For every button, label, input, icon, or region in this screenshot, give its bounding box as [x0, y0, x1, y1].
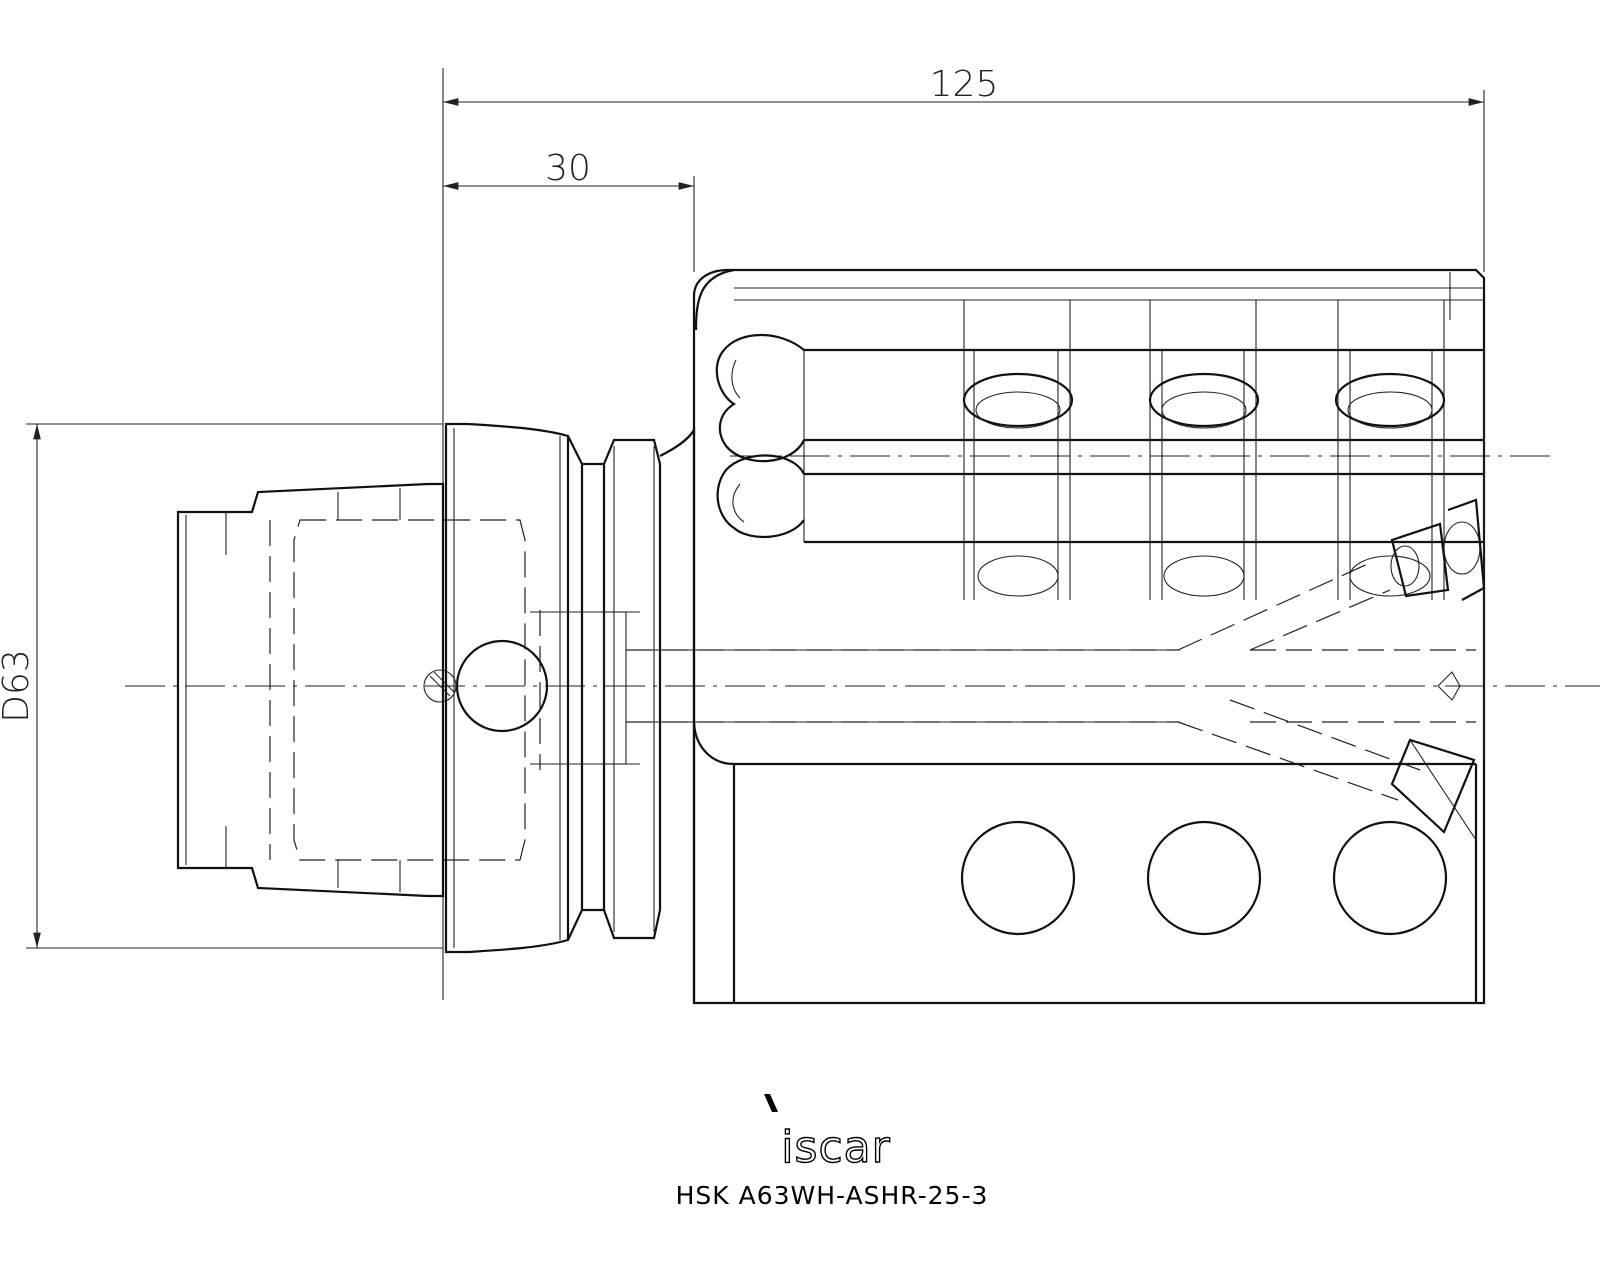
iscar-logo: iscar	[764, 1094, 890, 1174]
hole-3	[1332, 820, 1448, 936]
flange-collar	[423, 422, 570, 954]
dimension-diameter: D63	[0, 423, 443, 949]
hole-1	[960, 820, 1076, 936]
dimension-30-label: 30	[545, 148, 591, 189]
tool-body	[692, 268, 1486, 1005]
dimension-125-label: 125	[930, 64, 999, 105]
dimension-d63-label: D63	[0, 649, 37, 723]
clamp-screw-heads	[962, 372, 1446, 597]
neck	[530, 426, 1180, 1003]
hole-2	[1146, 820, 1262, 936]
hsk-shank	[176, 482, 541, 898]
coolant-channels	[626, 561, 1476, 801]
cutting-inserts	[1390, 498, 1486, 841]
index-pin	[423, 669, 457, 703]
dimension-gauge-length: 30	[443, 148, 695, 272]
part-number-caption: HSK A63WH-ASHR-25-3	[676, 1181, 989, 1210]
logo-text: iscar	[781, 1122, 890, 1173]
coolant-slots	[715, 333, 1484, 544]
mounting-holes	[960, 820, 1448, 936]
v-groove	[567, 435, 662, 941]
hidden-screw-lines	[963, 300, 1445, 600]
drive-key-hole	[455, 639, 549, 733]
